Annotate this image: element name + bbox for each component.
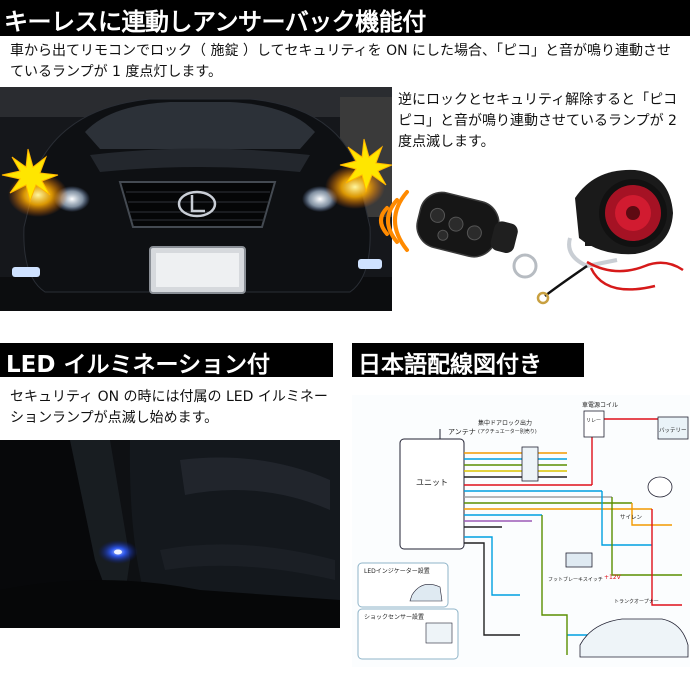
battery-label: バッテリー bbox=[659, 427, 687, 434]
central-lock-label: 集中ドアロック出力 bbox=[478, 419, 532, 427]
siren-speaker bbox=[536, 169, 684, 305]
led-description: セキュリティ ON の時には付属の LED イルミネーションランプが点滅し始めま… bbox=[10, 389, 328, 426]
shock-sensor-label: ショックセンサー設置 bbox=[364, 613, 424, 621]
unit-label: ユニット bbox=[416, 478, 448, 487]
plus12v-label: +12V bbox=[604, 574, 622, 581]
relay-label: リレー bbox=[586, 418, 601, 424]
page-title: キーレスに連動しアンサーバック機能付 bbox=[0, 0, 690, 36]
car-front-illustration bbox=[0, 87, 392, 311]
answerback-text: 逆にロックとセキュリティ解除すると「ピコピコ」と音が鳴り連動させているランプが … bbox=[398, 92, 678, 150]
led-indicator-label: LEDインジケーター設置 bbox=[364, 567, 430, 575]
diagram-section-title: 日本語配線図付き bbox=[352, 343, 584, 378]
remote-key-fob bbox=[416, 191, 518, 258]
intro-text: 車から出てリモコンでロック（ 施錠 ）してセキュリティを ON にした場合、「ピ… bbox=[10, 43, 672, 80]
trunk-label: トランクオープナー bbox=[614, 599, 659, 605]
signal-waves-icon bbox=[379, 190, 409, 252]
siren-label: サイレン bbox=[620, 514, 643, 521]
remote-and-siren-photo bbox=[365, 158, 690, 313]
wiring-diagram: ユニット アンテナ 集中ド bbox=[352, 395, 690, 667]
key-ring bbox=[512, 253, 538, 279]
antenna-label: アンテナ bbox=[448, 428, 476, 436]
starburst-icon bbox=[339, 138, 392, 193]
central-lock-sub-label: (アクチュエーター別売り) bbox=[478, 428, 537, 435]
car-front-photo bbox=[0, 87, 392, 311]
coil-label: 車電源コイル bbox=[582, 401, 618, 409]
led-dashboard-photo bbox=[0, 440, 340, 628]
foot-brake-label: フットブレーキスイッチ bbox=[548, 576, 603, 583]
led-section-title: LED イルミネーション付 bbox=[0, 343, 333, 378]
starburst-icon bbox=[1, 148, 59, 203]
